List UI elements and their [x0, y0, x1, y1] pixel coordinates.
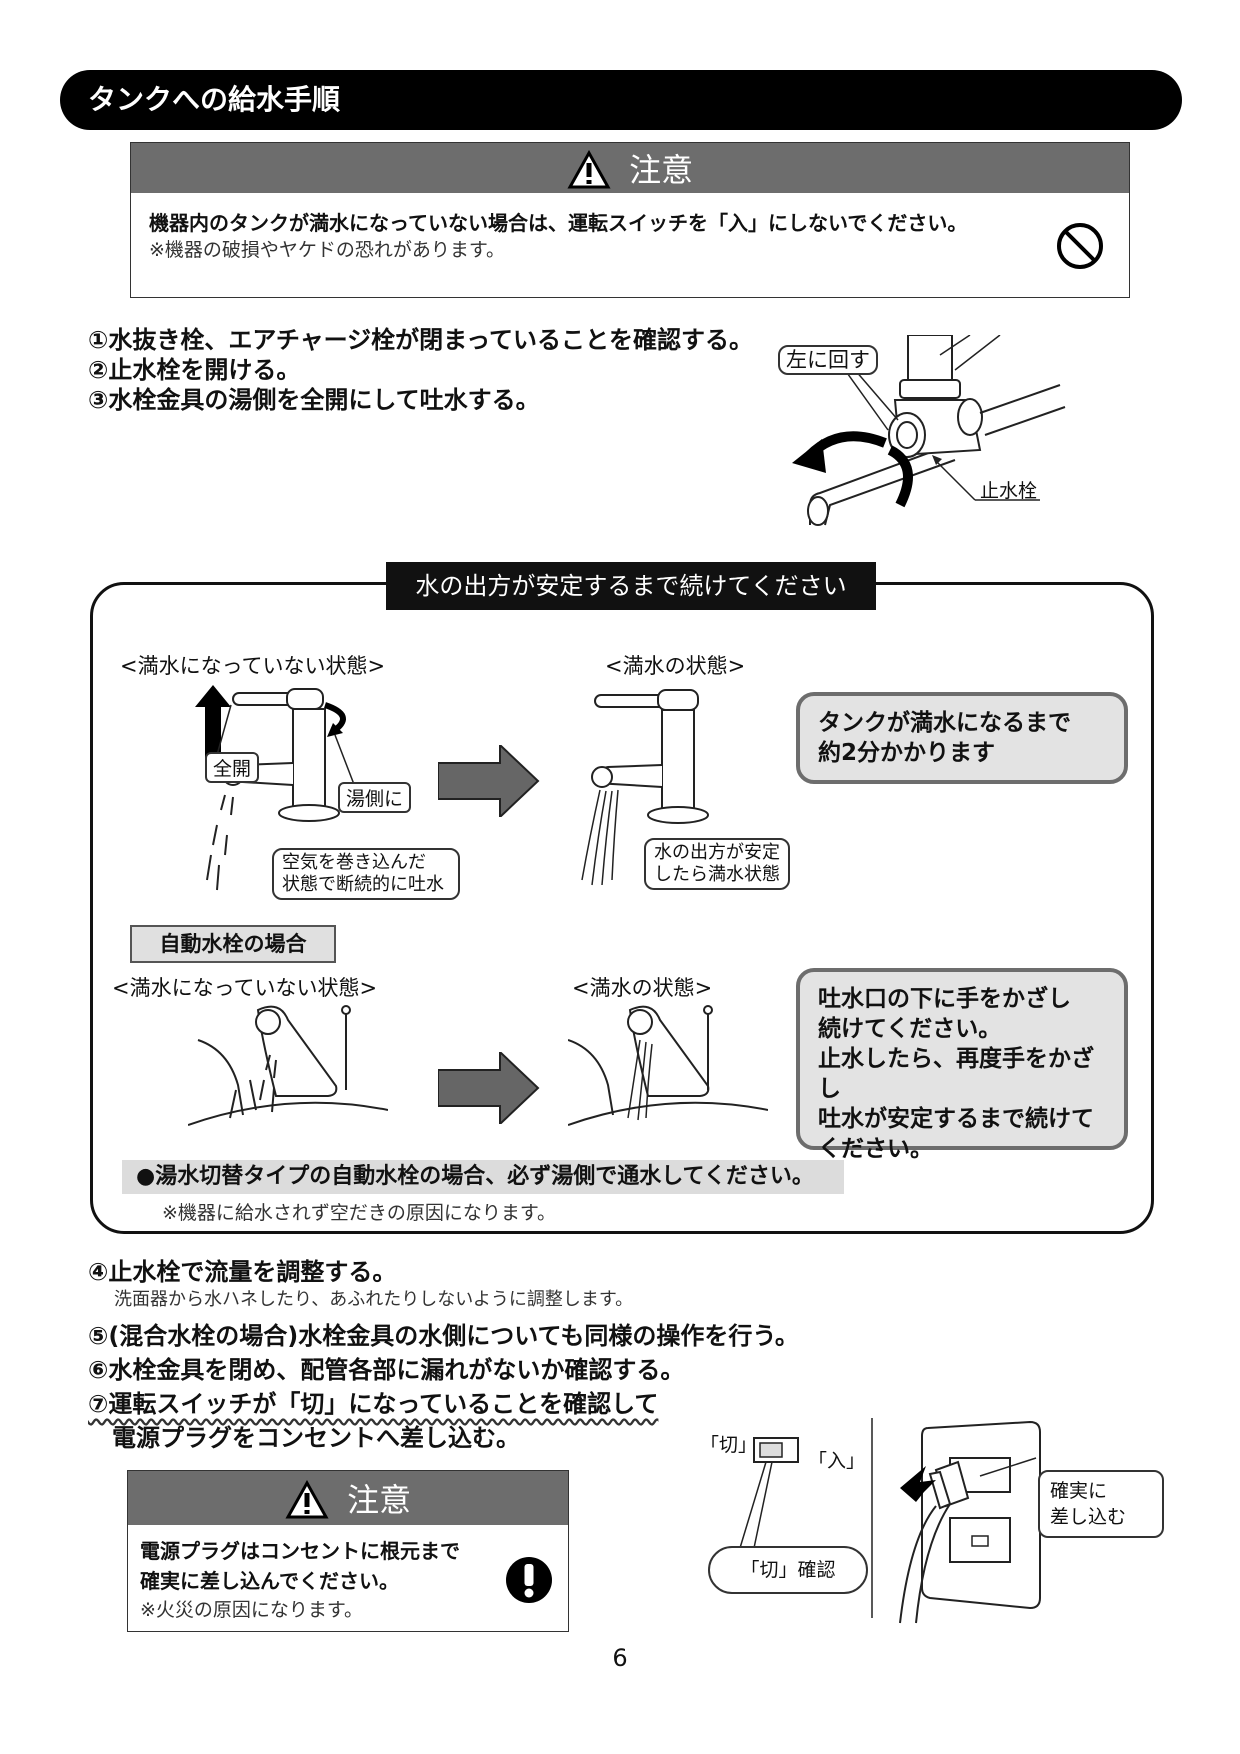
prohibition-icon: [1057, 223, 1103, 269]
step-2: ②止水栓を開ける。: [88, 356, 301, 384]
page-number: 6: [612, 1644, 628, 1672]
caution-box-power-plug: 注意 電源プラグはコンセントに根元まで 確実に差し込んでください。 ※火災の原因…: [127, 1470, 569, 1632]
caution-title: 注意: [629, 151, 694, 189]
stop-valve-label: 止水栓: [980, 480, 1038, 502]
mandatory-icon: [506, 1557, 552, 1603]
step-6: ⑥水栓金具を閉め、配管各部に漏れがないか確認する。: [88, 1356, 685, 1384]
hand-instruction-info: 吐水口の下に手をかざし 続けてください。 止水したら、再度手をかざし 吐水が安定…: [796, 968, 1128, 1162]
step-5: ⑤(混合水栓の場合)水栓金具の水側についても同様の操作を行う。: [88, 1322, 799, 1350]
caution-main-text: 機器内のタンクが満水になっていない場合は、運転スイッチを「入」にしないでください…: [149, 211, 968, 235]
step-7: ⑦運転スイッチが「切」になっていることを確認して: [88, 1390, 659, 1418]
off-check-callout: 「切」確認: [708, 1546, 868, 1594]
rotate-left-label: 左に回す: [778, 345, 878, 375]
switch-off-label: 「切」: [700, 1434, 758, 1456]
switch-on-label: 「入」: [808, 1450, 866, 1472]
auto-full-state-label: <満水の状態>: [572, 976, 713, 1000]
faucet-full-illustration: [581, 689, 709, 886]
caution-box: 注意 機器内のタンクが満水になっていない場合は、運転スイッチを「入」にしないでく…: [130, 142, 1130, 298]
arrow-right-icon: [438, 745, 540, 817]
auto-faucet-full-illustration: [568, 1005, 768, 1126]
not-full-state-label: <満水になっていない状態>: [120, 654, 386, 678]
caution-title: 注意: [347, 1481, 412, 1519]
switch-and-plug-illustration: [739, 1418, 1041, 1624]
auto-faucet-not-full-illustration: [188, 1005, 388, 1126]
step-4: ④止水栓で流量を調整する。: [88, 1258, 397, 1286]
section-title: タンクへの給水手順: [60, 70, 1182, 130]
auto-not-full-state-label: <満水になっていない状態>: [112, 976, 378, 1000]
auto-faucet-label: 自動水栓の場合: [130, 925, 336, 963]
warning-triangle-icon: [285, 1479, 329, 1519]
stable-callout: 水の出方が安定 したら満水状態: [644, 838, 790, 890]
warning-triangle-icon: [567, 149, 611, 189]
caution-header: 注意: [128, 1471, 568, 1525]
hot-side-tag: 湯側に: [338, 782, 412, 813]
stop-valve-illustration: [792, 335, 1066, 526]
air-callout: 空気を巻き込んだ 状態で断続的に吐水: [272, 848, 460, 900]
step-3: ③水栓金具の湯側を全開にして吐水する。: [88, 386, 540, 414]
caution-sub-text: ※火災の原因になります。: [140, 1599, 364, 1621]
fully-open-tag: 全開: [205, 752, 260, 783]
step-7-continued: 電源プラグをコンセントへ差し込む。: [112, 1424, 520, 1452]
frame-title: 水の出方が安定するまで続けてください: [386, 562, 876, 610]
insert-securely-callout: 確実に 差し込む: [1038, 1470, 1164, 1538]
step-4-note: 洗面器から水ハネしたり、あふれたりしないように調整します。: [114, 1289, 634, 1310]
fill-time-info: タンクが満水になるまで 約2分かかります: [796, 692, 1128, 784]
full-state-label: <満水の状態>: [605, 654, 746, 678]
caution-sub-text: ※機器の破損やヤケドの恐れがあります。: [149, 239, 506, 261]
bullet-note: ※機器に給水されず空だきの原因になります。: [162, 1202, 557, 1224]
arrow-right-icon: [438, 1052, 540, 1124]
caution-line-2: 確実に差し込んでください。: [140, 1569, 399, 1593]
caution-line-1: 電源プラグはコンセントに根元まで: [140, 1539, 460, 1563]
hot-water-bullet: ●湯水切替タイプの自動水栓の場合、必ず湯側で通水してください。: [122, 1160, 844, 1194]
step-1: ①水抜き栓、エアチャージ栓が閉まっていることを確認する。: [88, 326, 753, 354]
caution-header: 注意: [131, 143, 1129, 193]
